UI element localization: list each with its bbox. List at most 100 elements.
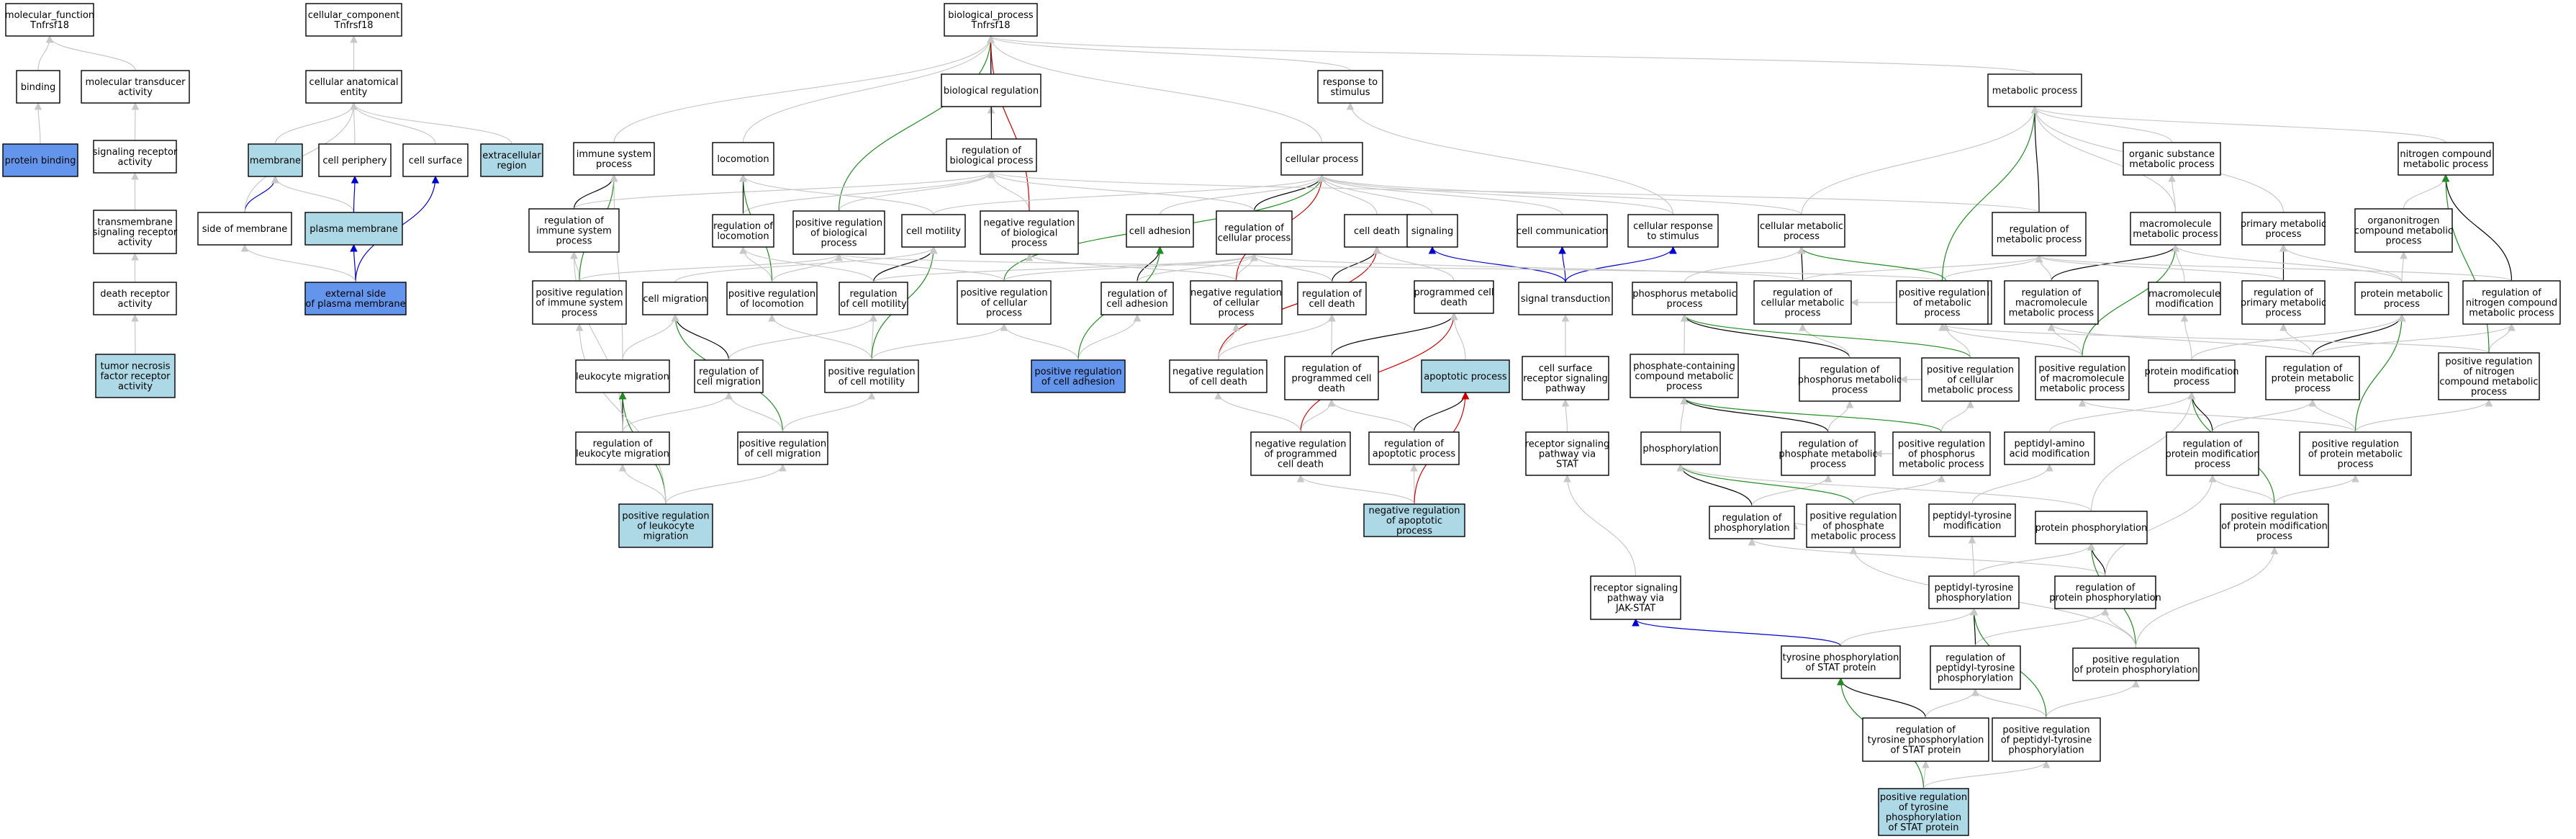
node-apop[interactable]: apoptotic process xyxy=(1421,359,1510,393)
node-cellproc[interactable]: cellular process xyxy=(1280,142,1363,176)
node-sidemem[interactable]: side of membrane xyxy=(197,212,292,246)
node-signaling[interactable]: signaling xyxy=(1406,214,1458,248)
node-metproc[interactable]: metabolic process xyxy=(1987,73,2082,107)
node-binding[interactable]: binding xyxy=(16,70,60,104)
node-celldeath[interactable]: cell death xyxy=(1344,214,1410,248)
node-cellmig[interactable]: cell migration xyxy=(642,282,708,315)
node-locomotion[interactable]: locomotion xyxy=(712,142,774,176)
node-protbind[interactable]: protein binding xyxy=(2,143,78,177)
node-phosphorylation[interactable]: phosphorylation xyxy=(1640,431,1721,465)
node-celladh[interactable]: cell adhesion xyxy=(1126,214,1194,248)
node-membrane[interactable]: membrane xyxy=(248,143,303,177)
node-cellperiph[interactable]: cell periphery xyxy=(318,143,392,177)
node-sigtrans[interactable]: signal transduction xyxy=(1518,282,1613,315)
node-cellsurf[interactable]: cell surface xyxy=(402,143,469,177)
node-cellmot[interactable]: cell motility xyxy=(901,214,966,248)
node-plasmamem[interactable]: plasma membrane xyxy=(304,212,403,246)
node-cellcomm[interactable]: cell communication xyxy=(1517,214,1608,248)
node-leukmig[interactable]: leukocyte migration xyxy=(575,359,670,393)
